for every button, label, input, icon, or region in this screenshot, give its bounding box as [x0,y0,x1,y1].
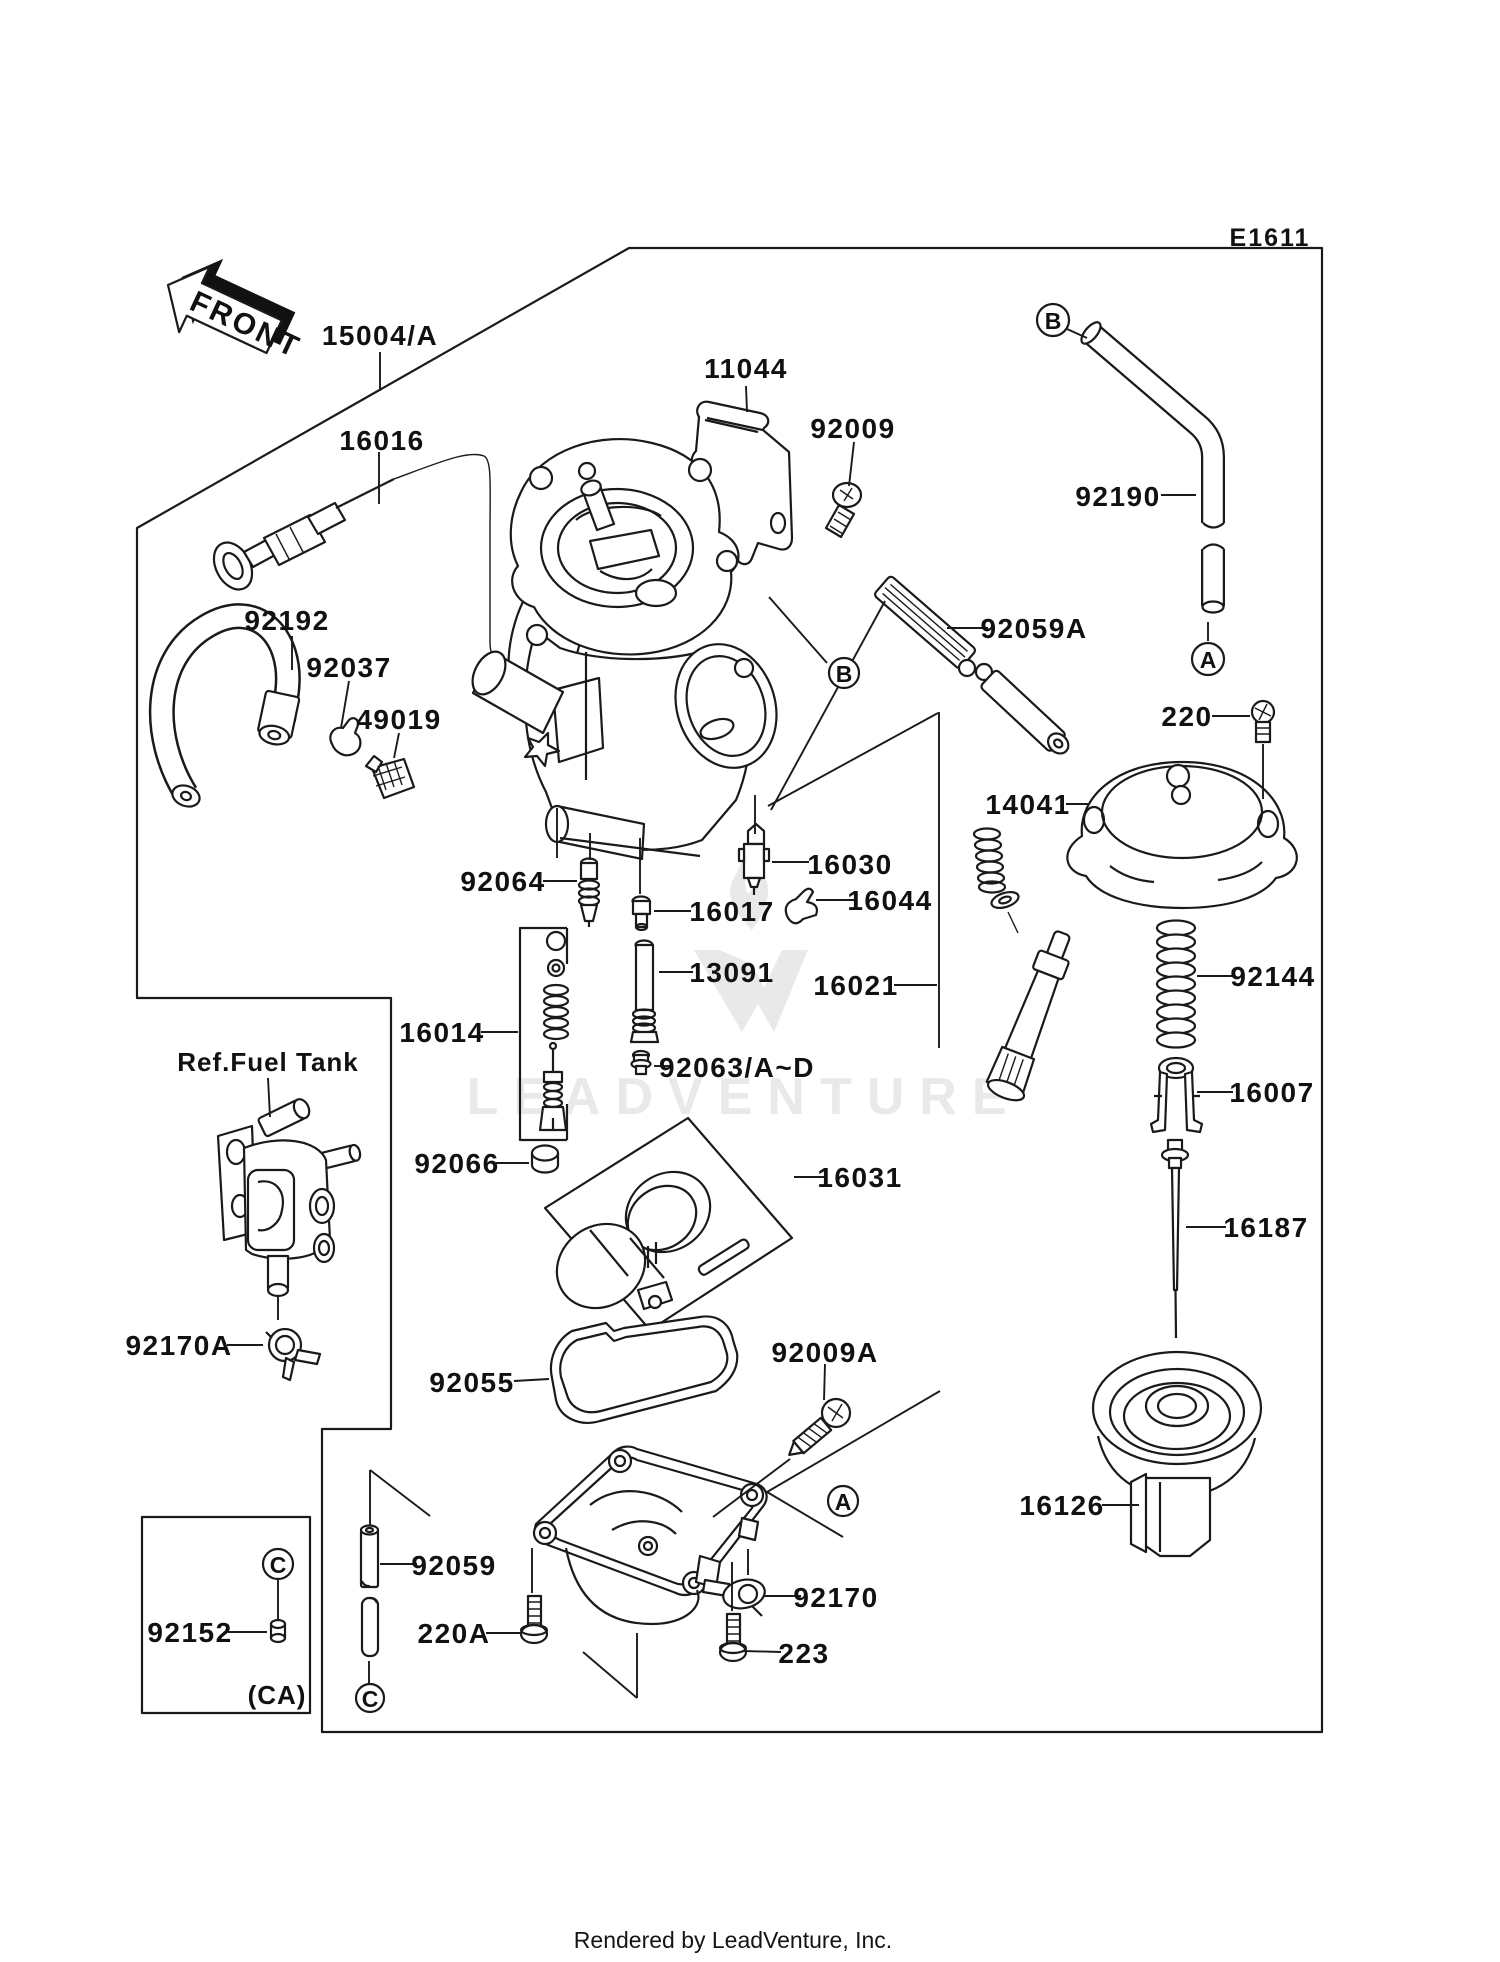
part-label-92066[interactable]: 92066 [414,1148,499,1179]
part-label-16044[interactable]: 16044 [847,885,932,916]
cable-adjuster-16016-drawing [212,453,525,679]
diaphragm-16126-drawing [1091,1350,1263,1558]
connector-b-mid-letter: B [836,661,853,687]
connector-c-bottom: C [354,1682,386,1714]
part-label-92059a[interactable]: 92059A [980,613,1087,644]
screw-220a-drawing [519,1594,549,1645]
screw-223-drawing [718,1612,748,1663]
set-16014-box [518,926,570,1142]
part-label-11044[interactable]: 11044 [704,353,788,384]
plug-49019-drawing [364,754,416,800]
spring-92144-drawing [1155,919,1197,1049]
clip-92037-drawing [329,717,362,757]
part-label-92170a[interactable]: 92170A [125,1330,232,1361]
part-label-92064[interactable]: 92064 [460,866,545,897]
watermark-v-icon [694,950,808,1032]
part-label-16030[interactable]: 16030 [807,849,892,880]
jet-92063-drawing [630,1049,652,1076]
carburetor-body-drawing [471,438,778,861]
damper-92152-drawing [269,1618,287,1644]
pilot-jet-92064-drawing [577,857,601,927]
part-labels: 15004/A 16016 11044 92009 92190 92192 92… [125,320,1315,1669]
part-label-92063[interactable]: 92063/A~D [659,1052,815,1083]
connector-c-ca-box: C [261,1547,295,1581]
part-label-16007[interactable]: 16007 [1229,1077,1314,1108]
connector-b-mid: B [827,656,861,690]
retainer-16007-drawing [1149,1056,1204,1134]
needle-valve-16030-drawing [737,822,771,895]
part-label-49019[interactable]: 49019 [356,704,441,735]
float-bowl-drawing [532,1445,768,1626]
connector-c-bottom-letter: C [362,1686,379,1712]
diagram-border [135,246,1324,1734]
part-label-16016[interactable]: 16016 [339,425,424,456]
part-label-16021[interactable]: 16021 [813,970,898,1001]
part-label-16126[interactable]: 16126 [1019,1490,1104,1521]
part-label-15004a[interactable]: 15004/A [322,320,438,351]
connector-a-bottom: A [826,1484,860,1518]
part-label-92009[interactable]: 92009 [810,413,895,444]
watermark-flame-icon [730,846,769,930]
ref-fuel-tank-label: Ref.Fuel Tank [177,1047,359,1077]
plunger-16021-drawing [972,827,1071,1102]
part-label-220[interactable]: 220 [1161,701,1212,732]
part-label-92144[interactable]: 92144 [1230,961,1315,992]
main-jet-13091-drawing [629,939,660,1044]
tubes-92059-drawing [359,1524,380,1658]
ca-note-label: (CA) [248,1680,307,1710]
connector-a-bottom-letter: A [835,1489,852,1515]
diagram-code: E1611 [1230,224,1311,252]
part-label-14041[interactable]: 14041 [985,789,1070,820]
hose-92192-drawing [148,603,301,808]
part-label-92190[interactable]: 92190 [1075,481,1160,512]
part-label-92152[interactable]: 92152 [147,1617,232,1648]
jet-16017-drawing [631,895,652,932]
part-label-92059[interactable]: 92059 [411,1550,496,1581]
part-label-92055[interactable]: 92055 [429,1367,514,1398]
part-label-223[interactable]: 223 [778,1638,829,1669]
connector-a-top-letter: A [1200,647,1217,673]
part-label-16017[interactable]: 16017 [689,896,774,927]
clip-16044-drawing [784,887,819,925]
fuel-petcock-drawing [216,1098,362,1298]
part-label-92009a[interactable]: 92009A [771,1337,878,1368]
needle-16187-drawing [1160,1138,1190,1339]
part-label-92037[interactable]: 92037 [306,652,391,683]
clamp-92170a-drawing [265,1327,322,1382]
plug-92066-drawing [530,1144,560,1174]
part-label-92192[interactable]: 92192 [244,605,329,636]
connector-b-top-letter: B [1045,308,1062,334]
front-arrow: FRONT [166,258,306,365]
hose-92190-drawing [1080,321,1225,614]
screw-92009-drawing [824,481,863,539]
screw-220-drawing [1250,699,1276,744]
part-label-220a[interactable]: 220A [418,1618,491,1649]
connector-c-ca-letter: C [270,1552,287,1578]
connector-a-top: A [1190,641,1226,677]
footer-credit: Rendered by LeadVenture, Inc. [574,1927,892,1953]
part-label-13091[interactable]: 13091 [689,957,774,988]
set-16031-box [543,1116,794,1332]
gasket-92055-drawing [549,1315,739,1424]
dome-cap-14041-drawing [1066,760,1298,910]
lever-92170-drawing [701,1578,766,1617]
part-label-16031[interactable]: 16031 [817,1162,902,1193]
hose-92059a-drawing [874,575,1070,755]
screw-92009a-drawing [788,1397,852,1456]
ca-section-box [140,1515,312,1715]
part-label-16014[interactable]: 16014 [399,1017,484,1048]
part-label-16187[interactable]: 16187 [1223,1212,1308,1243]
part-label-92170[interactable]: 92170 [793,1582,878,1613]
connector-b-top: B [1035,302,1071,338]
leader-lines [227,328,1264,1699]
